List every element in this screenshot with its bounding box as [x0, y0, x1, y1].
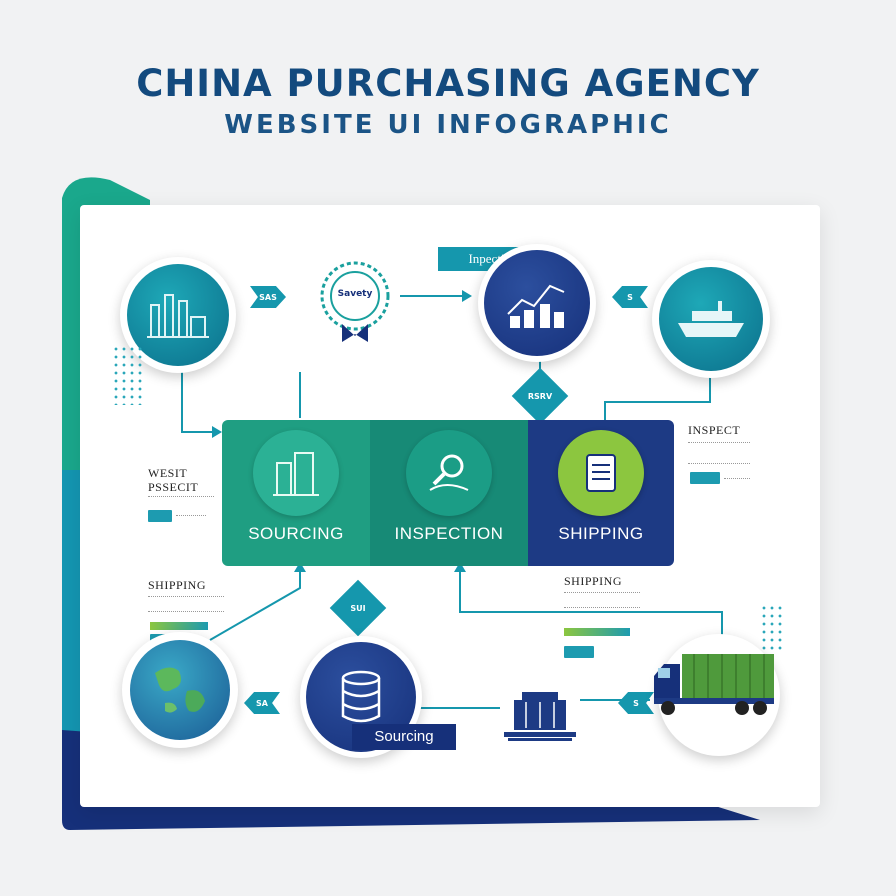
arrow-tag-bottom-left: SA	[244, 692, 280, 714]
diamond-tag-top-text: RSRV	[527, 392, 553, 401]
dot-grid-right	[760, 604, 786, 652]
warehouse-circle[interactable]	[478, 244, 596, 362]
left-heading-1: WESIT	[148, 466, 188, 480]
dot-grid-left	[112, 345, 142, 405]
panel-sourcing[interactable]: SOURCING	[222, 420, 370, 566]
right-inspect-heading: INSPECT	[688, 423, 741, 437]
seal-text: Savety	[337, 289, 373, 299]
page-subtitle: WEBSITE UI INFOGRAPHIC	[224, 110, 672, 140]
arrow-tag-top-left: SAS	[250, 286, 286, 308]
panel-label-shipping: SHIPPING	[558, 524, 644, 543]
left-heading-2: PSSECIT	[148, 480, 199, 494]
cargo-ship-icon	[678, 301, 744, 337]
safety-seal-icon: Savety	[312, 256, 398, 346]
left-shipping-color-bar	[150, 622, 208, 630]
factory-circle[interactable]	[120, 257, 236, 373]
right-sh-tag	[564, 646, 594, 658]
left-note-lines	[148, 496, 214, 501]
left-shipping-lines	[148, 596, 224, 612]
panel-inspection[interactable]: INSPECTION	[370, 420, 528, 566]
right-inspect-tag-line	[724, 478, 750, 479]
panel-label-inspection: INSPECTION	[394, 524, 504, 543]
globe-icon	[155, 667, 205, 713]
right-inspect-lines	[688, 442, 750, 464]
panel-shipping[interactable]: SHIPPING	[528, 420, 674, 566]
magnifier-icon	[429, 454, 469, 491]
left-note-tag	[148, 510, 172, 522]
ship-circle[interactable]	[652, 260, 770, 378]
document-icon	[586, 454, 616, 492]
arrow-tag-bottom-right: S	[618, 692, 654, 714]
database-icon	[341, 670, 381, 723]
right-inspect-tag	[690, 472, 720, 484]
arrow-tag-top-right: S	[612, 286, 648, 308]
left-shipping-heading: SHIPPING	[148, 578, 207, 592]
right-shipping-color-bar	[564, 628, 630, 636]
page-title: CHINA PURCHASING AGENCY	[136, 62, 760, 105]
truck-icon	[650, 650, 778, 718]
factory-icon	[147, 294, 209, 338]
globe-circle[interactable]	[122, 632, 238, 748]
panel-label-sourcing: SOURCING	[248, 524, 344, 543]
right-shipping-heading: SHIPPING	[564, 574, 623, 588]
left-note-tag-line	[176, 515, 206, 516]
warehouse-chart-icon	[507, 284, 565, 328]
diamond-tag-bottom-text: SUI	[350, 604, 366, 613]
sourcing-label-box[interactable]: Sourcing	[352, 724, 456, 750]
right-shipping-lines	[564, 592, 640, 608]
warehouse-pallet-icon	[500, 684, 580, 744]
building-icon	[273, 452, 319, 496]
